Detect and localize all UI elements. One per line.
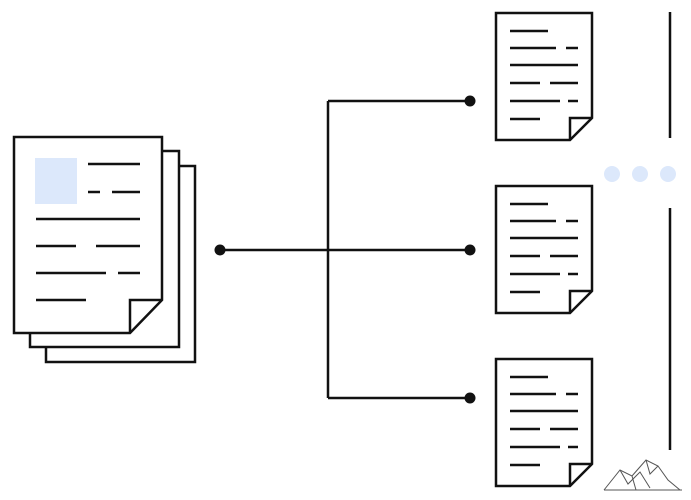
mountain-logo-icon [603,459,682,491]
output-document-3 [494,357,594,488]
output-node-2 [464,244,476,256]
output-document-2 [494,184,594,315]
text-lines [36,162,140,302]
output-document-1 [494,11,594,142]
document-stack-icon [12,135,197,364]
document-icon [494,184,594,315]
connector-tree [220,99,470,400]
document-fold [568,116,592,140]
output-node-3 [464,392,476,404]
image-placeholder-icon [35,158,77,204]
connector-nodes [214,95,476,404]
document-icon [494,357,594,488]
document-fold [568,289,592,313]
output-node-1 [464,95,476,107]
source-node [214,244,226,256]
ellipsis-icon [604,166,676,182]
front-page-fold [128,298,162,333]
document-fold [568,462,592,486]
document-icon [494,11,594,142]
output-documents [494,11,594,488]
